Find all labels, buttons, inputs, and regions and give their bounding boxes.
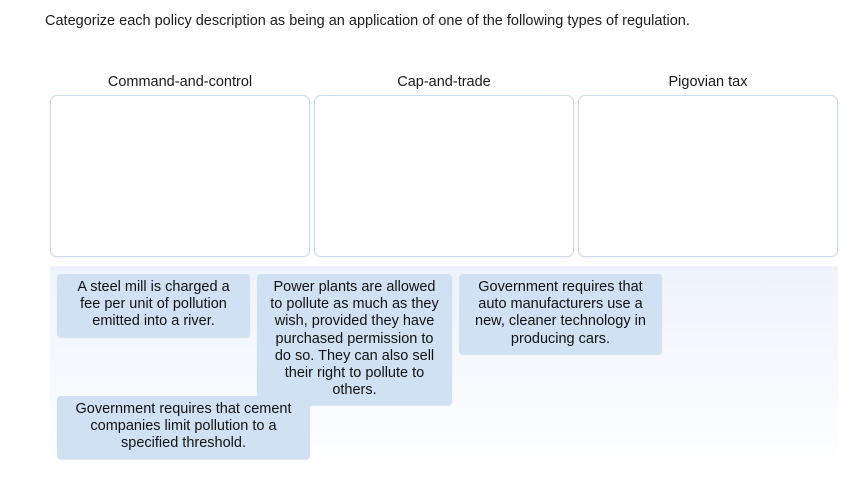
draggable-item-steel-mill[interactable]: A steel mill is charged a fee per unit o…	[57, 274, 250, 337]
drop-zone-command-and-control[interactable]	[50, 95, 310, 257]
draggable-item-tray: A steel mill is charged a fee per unit o…	[50, 266, 838, 459]
draggable-item-cement-companies[interactable]: Government requires that cement companie…	[57, 396, 310, 459]
drop-zone-cap-and-trade[interactable]	[314, 95, 574, 257]
category-column-pigovian-tax: Pigovian tax	[578, 74, 838, 257]
category-column-cap-and-trade: Cap-and-trade	[314, 74, 574, 257]
drop-zone-pigovian-tax[interactable]	[578, 95, 838, 257]
question-prompt: Categorize each policy description as be…	[45, 13, 690, 29]
category-label-command-and-control: Command-and-control	[107, 74, 253, 90]
draggable-item-power-plants[interactable]: Power plants are allowed to pollute as m…	[257, 274, 452, 406]
category-column-command-and-control: Command-and-control	[50, 74, 310, 257]
tray-row: Government requires that cement companie…	[57, 396, 310, 459]
category-drop-zones: Command-and-control Cap-and-trade Pigovi…	[50, 74, 838, 257]
category-label-pigovian-tax: Pigovian tax	[668, 74, 748, 90]
tray-row: A steel mill is charged a fee per unit o…	[57, 274, 662, 406]
draggable-item-auto-manufacturers[interactable]: Government requires that auto manufactur…	[459, 274, 662, 354]
category-label-cap-and-trade: Cap-and-trade	[397, 74, 491, 90]
